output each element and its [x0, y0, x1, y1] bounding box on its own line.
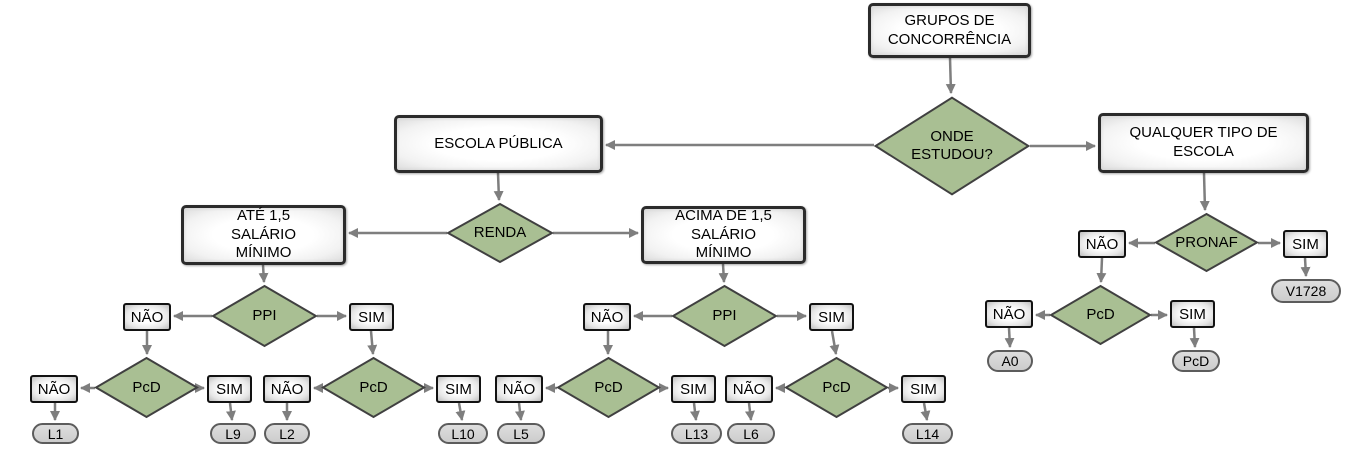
- answer-nao-label: NÃO: [270, 380, 304, 398]
- decision-renda: RENDA: [447, 203, 553, 263]
- answer-sim-label: SIM: [818, 308, 845, 326]
- answer-sim-pcd-ate-nao: SIM: [207, 375, 252, 403]
- answer-sim-ppi-acima: SIM: [809, 303, 854, 331]
- box-acima-15-salario-minimo: ACIMA DE 1,5 SALÁRIO MÍNIMO: [641, 206, 806, 264]
- answer-sim-label: SIM: [1292, 235, 1319, 253]
- leaf-l6: L6: [727, 423, 775, 444]
- leaf-l13-label: L13: [684, 425, 709, 442]
- leaf-l9-label: L9: [225, 425, 241, 442]
- answer-nao-ppi-ate: NÃO: [123, 303, 171, 331]
- decision-pcd-acima-nao-label: PcD: [594, 378, 623, 396]
- answer-nao-pronaf: NÃO: [1078, 230, 1126, 258]
- leaf-l5-label: L5: [513, 425, 529, 442]
- answer-nao-label: NÃO: [37, 380, 71, 398]
- box-qualquer-tipo-de-escola: QUALQUER TIPO DE ESCOLA: [1098, 113, 1309, 173]
- answer-nao-ppi-acima: NÃO: [583, 303, 631, 331]
- decision-pcd-ate-sim: PcD: [322, 357, 425, 418]
- decision-ppi-acima: PPI: [672, 285, 777, 347]
- decision-pcd-acima-nao: PcD: [557, 357, 660, 418]
- box-grupos-de-concorrencia: GRUPOS DE CONCORRÊNCIA: [868, 3, 1031, 58]
- answer-sim-pcd-ate-sim: SIM: [436, 375, 481, 403]
- answer-nao-label: NÃO: [732, 380, 766, 398]
- answer-nao-pcd-ate-sim: NÃO: [263, 375, 311, 403]
- answer-nao-label: NÃO: [502, 380, 536, 398]
- diamond-shape: [1050, 285, 1151, 345]
- answer-sim-label: SIM: [358, 308, 385, 326]
- decision-pcd-ate-nao: PcD: [95, 357, 198, 418]
- answer-sim-pcd-acima-sim: SIM: [901, 375, 946, 403]
- decision-pcd-qualquer: PcD: [1050, 285, 1151, 345]
- leaf-a0-label: A0: [1001, 353, 1019, 369]
- leaf-pcd-label: PcD: [1182, 353, 1210, 369]
- box-grupos-de-concorrencia-label: GRUPOS DE CONCORRÊNCIA: [887, 11, 1012, 48]
- leaf-l14-label: L14: [915, 425, 940, 442]
- decision-pcd-ate-sim-label: PcD: [359, 378, 388, 396]
- leaf-l9: L9: [210, 423, 256, 444]
- diamond-shape: [672, 285, 777, 347]
- decision-pronaf-label: PRONAF: [1175, 233, 1238, 251]
- answer-sim-ppi-ate: SIM: [349, 303, 394, 331]
- diamond-shape: [1155, 213, 1258, 272]
- leaf-l10: L10: [438, 423, 488, 444]
- leaf-v1728-label: V1728: [1285, 283, 1327, 299]
- answer-sim-label: SIM: [216, 380, 243, 398]
- box-ate-15-salario-minimo: ATÉ 1,5 SALÁRIO MÍNIMO: [181, 205, 346, 265]
- leaf-l13: L13: [671, 423, 722, 444]
- answer-sim-pcd-qualquer: SIM: [1170, 300, 1215, 328]
- answer-nao-label: NÃO: [1085, 235, 1119, 253]
- box-qualquer-tipo-de-escola-label: QUALQUER TIPO DE ESCOLA: [1129, 124, 1278, 160]
- leaf-l5: L5: [497, 423, 545, 444]
- leaf-l6-label: L6: [743, 425, 759, 442]
- decision-onde-estudou-label: ONDE ESTUDOU?: [911, 128, 993, 163]
- decision-pcd-acima-sim: PcD: [785, 357, 888, 418]
- box-acima-15-salario-minimo-label: ACIMA DE 1,5 SALÁRIO MÍNIMO: [675, 206, 772, 262]
- box-escola-publica: ESCOLA PÚBLICA: [394, 115, 603, 173]
- diamond-shape: [557, 357, 660, 418]
- decision-pcd-acima-sim-label: PcD: [822, 378, 851, 396]
- leaf-pcd: PcD: [1172, 350, 1220, 372]
- answer-nao-label: NÃO: [130, 308, 164, 326]
- leaf-l1-label: L1: [47, 425, 64, 442]
- leaf-l2: L2: [264, 423, 310, 444]
- answer-nao-pcd-acima-sim: NÃO: [725, 375, 773, 403]
- box-ate-15-salario-minimo-label: ATÉ 1,5 SALÁRIO MÍNIMO: [230, 206, 297, 262]
- diamond-shape: [322, 357, 425, 418]
- answer-nao-pcd-ate-nao: NÃO: [30, 375, 78, 403]
- answer-nao-label: NÃO: [590, 308, 624, 326]
- decision-renda-label: RENDA: [473, 224, 527, 241]
- answer-sim-label: SIM: [445, 380, 472, 398]
- answer-sim-label: SIM: [1179, 305, 1206, 323]
- leaf-l2-label: L2: [279, 425, 295, 442]
- decision-pronaf: PRONAF: [1155, 213, 1258, 272]
- diamond-shape: [785, 357, 888, 418]
- leaf-l14: L14: [902, 423, 953, 444]
- decision-pcd-ate-nao-label: PcD: [132, 378, 161, 396]
- diamond-shape: [447, 203, 553, 263]
- decision-onde-estudou: ONDE ESTUDOU?: [874, 96, 1030, 196]
- answer-sim-pronaf: SIM: [1283, 230, 1328, 258]
- leaf-l10-label: L10: [451, 425, 475, 442]
- decision-ppi-ate: PPI: [212, 285, 317, 347]
- decision-ppi-ate-label: PPI: [252, 307, 277, 324]
- decision-ppi-acima-label: PPI: [712, 307, 737, 324]
- leaf-v1728: V1728: [1271, 279, 1341, 303]
- answer-nao-pcd-acima-nao: NÃO: [495, 375, 543, 403]
- leaf-l1: L1: [32, 423, 79, 444]
- answer-sim-label: SIM: [680, 380, 707, 398]
- answer-nao-pcd-qualquer: NÃO: [985, 300, 1033, 328]
- answer-sim-label: SIM: [910, 380, 937, 398]
- answer-nao-label: NÃO: [992, 305, 1026, 323]
- diamond-shape: [874, 96, 1030, 196]
- leaf-a0: A0: [987, 350, 1033, 372]
- diamond-shape: [95, 357, 198, 418]
- decision-pcd-qualquer-label: PcD: [1086, 306, 1115, 323]
- box-escola-publica-label: ESCOLA PÚBLICA: [434, 134, 563, 152]
- answer-sim-pcd-acima-nao: SIM: [671, 375, 716, 403]
- diamond-shape: [212, 285, 317, 347]
